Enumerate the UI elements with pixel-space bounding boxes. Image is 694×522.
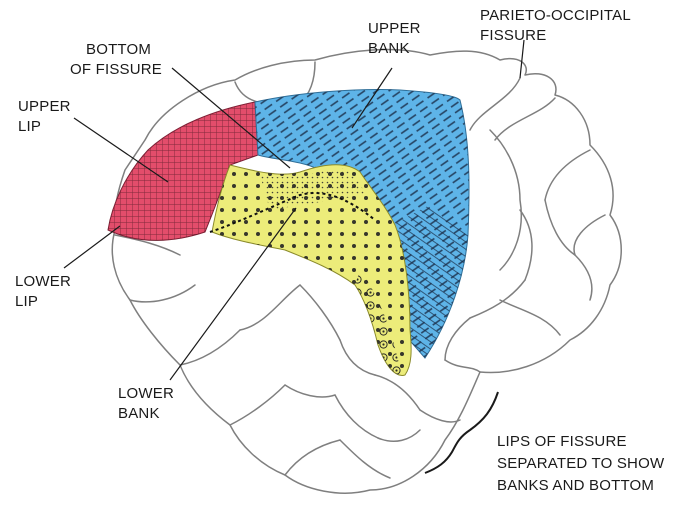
- label-upper-bank-line1: UPPER: [368, 20, 421, 37]
- label-lower-bank: LOWER BANK: [118, 385, 174, 422]
- brace: [425, 392, 498, 473]
- label-upper-lip-line1: UPPER: [18, 98, 71, 115]
- label-lower-bank-line2: BANK: [118, 405, 160, 422]
- label-upper-bank-line2: BANK: [368, 40, 410, 57]
- label-lips-separated-line3: BANKS AND BOTTOM: [497, 477, 654, 494]
- leader-parieto-occipital: [520, 40, 524, 78]
- label-lips-separated: LIPS OF FISSURE SEPARATED TO SHOW BANKS …: [497, 433, 665, 494]
- label-lower-bank-line1: LOWER: [118, 385, 174, 402]
- label-lower-lip-line2: LIP: [15, 293, 38, 310]
- label-upper-lip: UPPER LIP: [18, 98, 71, 135]
- label-bottom-of-fissure-line1: BOTTOM: [86, 41, 151, 58]
- label-lips-separated-line2: SEPARATED TO SHOW: [497, 455, 665, 472]
- label-bottom-of-fissure-line2: OF FISSURE: [70, 61, 162, 78]
- label-parieto-occipital-line1: PARIETO-OCCIPITAL: [480, 7, 631, 24]
- label-parieto-occipital: PARIETO-OCCIPITAL FISSURE: [480, 7, 631, 44]
- label-lower-lip-line1: LOWER: [15, 273, 71, 290]
- label-parieto-occipital-line2: FISSURE: [480, 27, 546, 44]
- label-lips-separated-line1: LIPS OF FISSURE: [497, 433, 627, 450]
- label-bottom-of-fissure: BOTTOM OF FISSURE: [70, 41, 162, 78]
- label-upper-lip-line2: LIP: [18, 118, 41, 135]
- label-lower-lip: LOWER LIP: [15, 273, 71, 310]
